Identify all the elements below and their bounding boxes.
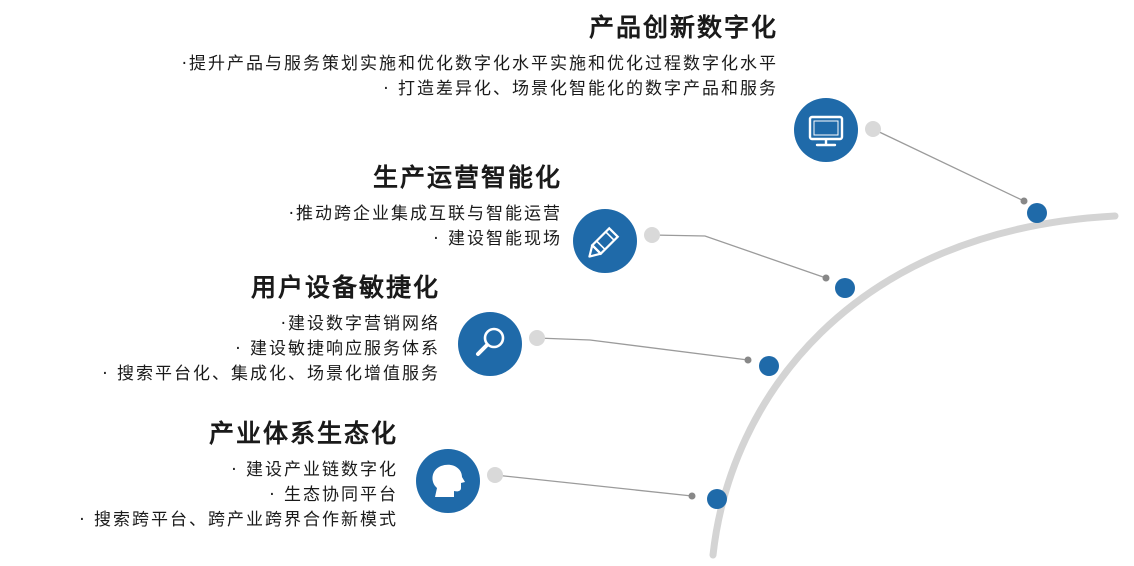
arc-node-0 bbox=[1027, 203, 1047, 223]
section-production-intelligent: 生产运营智能化 ·推动跨企业集成互联与智能运营 · 建设智能现场 bbox=[289, 162, 562, 252]
section-item: ·提升产品与服务策划实施和优化数字化水平实施和优化过程数字化水平 bbox=[181, 54, 778, 74]
arc-node-2 bbox=[759, 356, 779, 376]
magnifier-icon bbox=[458, 312, 522, 376]
monitor-icon bbox=[794, 98, 858, 162]
section-product-digital: 产品创新数字化 ·提升产品与服务策划实施和优化数字化水平实施和优化过程数字化水平… bbox=[182, 12, 778, 102]
arc-node-3 bbox=[707, 489, 727, 509]
section-item: · 建设产业链数字化 bbox=[231, 460, 398, 480]
connector-dot-3 bbox=[487, 467, 503, 483]
section-user-agile: 用户设备敏捷化 ·建设数字营销网络 · 建设敏捷响应服务体系 · 搜索平台化、集… bbox=[102, 272, 440, 387]
section-title: 用户设备敏捷化 bbox=[250, 273, 440, 302]
section-item: ·建设数字营销网络 bbox=[280, 314, 440, 334]
section-title: 产业体系生态化 bbox=[208, 419, 398, 448]
section-title: 产品创新数字化 bbox=[588, 13, 778, 42]
connector-dot-1 bbox=[644, 227, 660, 243]
connector-dot-0 bbox=[865, 121, 881, 137]
section-industry-ecosystem: 产业体系生态化 · 建设产业链数字化 · 生态协同平台 · 搜索跨平台、跨产业跨… bbox=[79, 418, 398, 533]
arc-node-1 bbox=[835, 278, 855, 298]
section-item: ·推动跨企业集成互联与智能运营 bbox=[288, 204, 562, 224]
section-item: · 打造差异化、场景化智能化的数字产品和服务 bbox=[383, 79, 778, 99]
connector-dot-2 bbox=[529, 330, 545, 346]
connector-end-3 bbox=[688, 492, 696, 500]
section-item: · 建设智能现场 bbox=[433, 229, 562, 249]
connector-end-0 bbox=[1020, 197, 1028, 205]
section-item: · 生态协同平台 bbox=[269, 485, 398, 505]
connector-1 bbox=[644, 227, 830, 282]
section-item: · 建设敏捷响应服务体系 bbox=[235, 339, 440, 359]
timeline-arc bbox=[709, 212, 1119, 559]
connector-0 bbox=[865, 121, 1028, 205]
section-item: · 搜索跨平台、跨产业跨界合作新模式 bbox=[79, 510, 398, 530]
section-item: · 搜索平台化、集成化、场景化增值服务 bbox=[102, 364, 440, 384]
pencil-icon bbox=[573, 209, 637, 273]
head-profile-icon bbox=[416, 449, 480, 513]
section-title: 生产运营智能化 bbox=[372, 163, 562, 192]
connector-end-1 bbox=[822, 274, 830, 282]
connector-2 bbox=[529, 330, 752, 364]
connector-3 bbox=[487, 467, 696, 500]
connector-end-2 bbox=[744, 356, 752, 364]
